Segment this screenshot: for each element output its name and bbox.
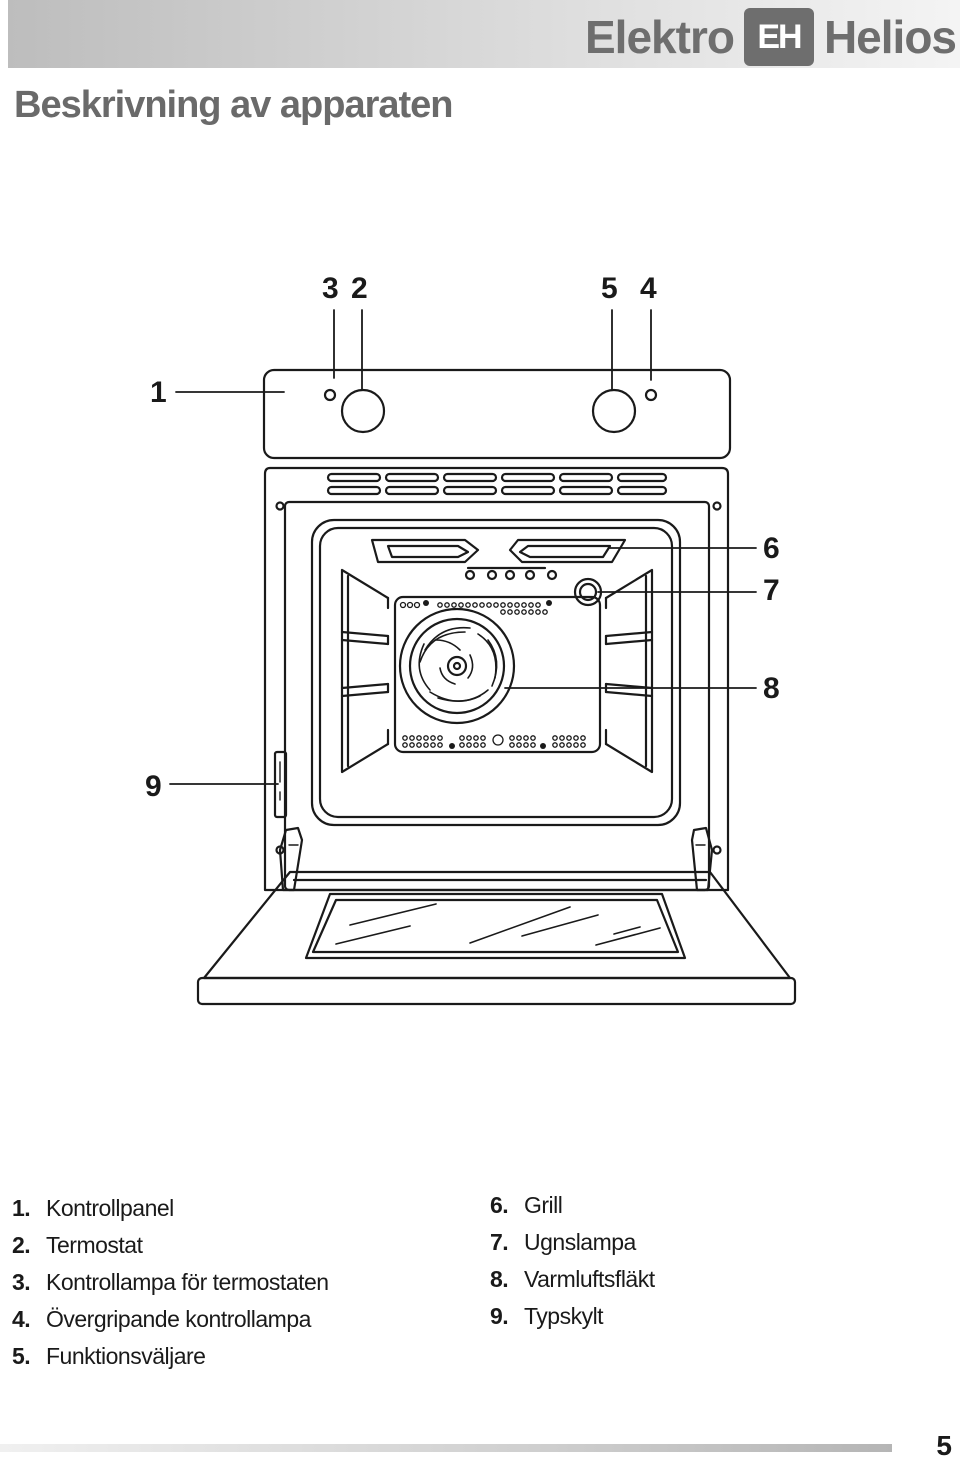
glass-reflections (335, 903, 661, 946)
convection-fan (398, 607, 516, 725)
callout-9: 9 (145, 770, 162, 803)
page-number: 5 (936, 1430, 952, 1461)
leader-lines (169, 309, 757, 785)
oven-door (202, 870, 792, 980)
right-hinge (690, 826, 714, 892)
legend-item: 6.Grill (490, 1192, 563, 1218)
main-lamp (644, 388, 658, 402)
brand-logo: Elektro EH Helios (585, 6, 957, 68)
page-title: Beskrivning av apparaten (14, 84, 454, 126)
legend-item: 5.Funktionsväljare (12, 1343, 206, 1369)
callout-4: 4 (640, 272, 657, 305)
brand-name-right: Helios (823, 11, 957, 63)
grill-element (370, 538, 627, 581)
callout-1: 1 (150, 376, 167, 409)
door-edge (196, 976, 797, 1006)
oven-cavity (310, 518, 682, 827)
thermostat-lamp (323, 388, 337, 402)
screw-right (712, 501, 722, 511)
oven-diagram: 3 2 5 4 1 6 7 8 9 (145, 272, 797, 1006)
control-panel (262, 368, 732, 460)
callout-6: 6 (763, 532, 780, 565)
oven-body (263, 466, 730, 892)
footer-bar (0, 1444, 892, 1452)
callout-5: 5 (601, 272, 618, 305)
vent-slots (326, 472, 668, 496)
screw-bottom-right (712, 845, 722, 855)
legend-item: 9.Typskylt (490, 1303, 604, 1329)
legend-item: 1.Kontrollpanel (12, 1195, 174, 1221)
callout-2: 2 (351, 272, 368, 305)
legend-item: 4.Övergripande kontrollampa (12, 1306, 311, 1332)
left-hinge (278, 826, 304, 892)
legend-item: 2.Termostat (12, 1232, 143, 1258)
callout-7: 7 (763, 574, 780, 607)
screw-left (275, 501, 285, 511)
left-shelf-rack (340, 568, 390, 774)
right-shelf-rack (604, 568, 654, 774)
legend-item: 8.Varmluftsfläkt (490, 1266, 655, 1292)
oven-frame (283, 500, 711, 892)
back-panel-holes (399, 601, 586, 748)
callout-3: 3 (322, 272, 339, 305)
thermostat-knob (340, 388, 386, 434)
legend-item: 3.Kontrollampa för termostaten (12, 1269, 329, 1295)
function-selector-knob (591, 388, 637, 434)
brand-emblem: EH (743, 8, 814, 66)
callout-8: 8 (763, 672, 780, 705)
brand-name-left: Elektro (585, 11, 735, 63)
door-window (304, 892, 687, 960)
oven-cavity-inner (318, 526, 674, 819)
legend-right: 6.Grill 7.Ugnslampa 8.Varmluftsfläkt 9.T… (490, 1187, 655, 1335)
back-panel (393, 595, 602, 754)
legend-left: 1.Kontrollpanel 2.Termostat 3.Kontrollam… (12, 1190, 329, 1375)
legend-item: 7.Ugnslampa (490, 1229, 636, 1255)
